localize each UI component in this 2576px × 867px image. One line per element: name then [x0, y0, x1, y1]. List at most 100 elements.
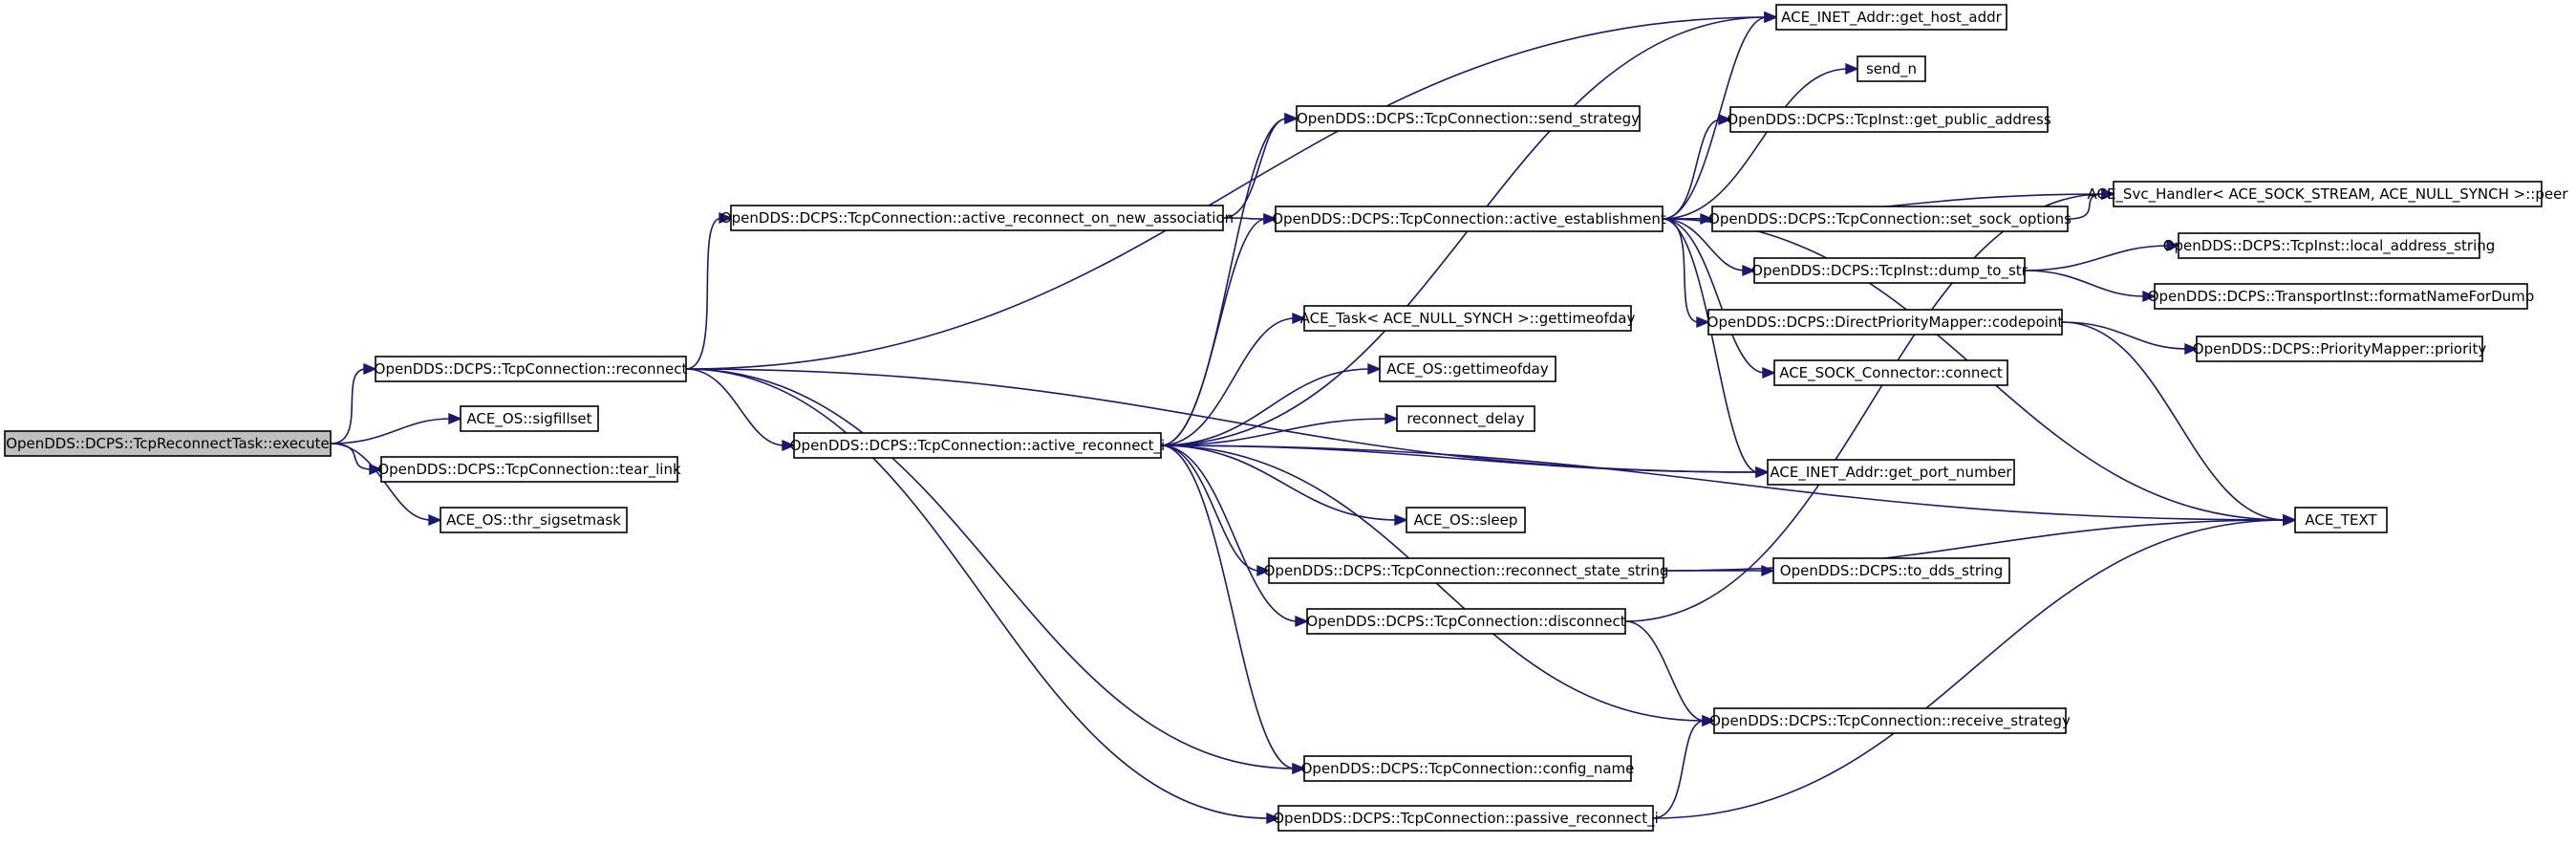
- arrowhead: [1256, 564, 1271, 577]
- node-box: [380, 456, 678, 483]
- node-get-port-number[interactable]: ACE_INET_Addr::get_port_number: [1767, 459, 2015, 486]
- node-formatNameForDump[interactable]: OpenDDS::DCPS::TransportInst::formatName…: [2148, 283, 2535, 310]
- arrowhead: [363, 362, 377, 376]
- node-to-dds-string[interactable]: OpenDDS::DCPS::to_dds_string: [1772, 557, 2010, 584]
- edge-active-est-to-get-port-number: [1662, 218, 1770, 479]
- node-label: send_n: [1866, 60, 1917, 78]
- node-config-name[interactable]: OpenDDS::DCPS::TcpConnection::config_nam…: [1301, 755, 1635, 782]
- edge-line: [1222, 217, 1267, 220]
- node-reconnect-delay[interactable]: reconnect_delay: [1396, 405, 1535, 432]
- node-label: OpenDDS::DCPS::TcpConnection::active_est…: [1272, 210, 1666, 228]
- node-box: [1396, 405, 1535, 432]
- node-pri[interactable]: OpenDDS::DCPS::TcpConnection::passive_re…: [1273, 805, 1659, 832]
- edge-dump-to-str-to-formatNameForDump: [2024, 270, 2157, 303]
- arrowhead: [1762, 366, 1776, 379]
- node-active-est[interactable]: OpenDDS::DCPS::TcpConnection::active_est…: [1272, 206, 1666, 232]
- node-task-gtod[interactable]: ACE_Task< ACE_NULL_SYNCH >::gettimeofday: [1300, 305, 1636, 332]
- node-label: OpenDDS::DCPS::TcpInst::local_address_st…: [2163, 237, 2496, 255]
- node-label: ACE_INET_Addr::get_port_number: [1770, 464, 2012, 482]
- arrowhead: [1755, 466, 1770, 479]
- node-box: [2178, 232, 2480, 259]
- node-get-public-address[interactable]: OpenDDS::DCPS::TcpInst::get_public_addre…: [1727, 106, 2051, 133]
- arrowhead: [1263, 212, 1277, 226]
- edge-line: [1160, 368, 1371, 446]
- edge-line: [1160, 444, 2286, 521]
- edge-line: [330, 418, 452, 444]
- node-send-strategy[interactable]: OpenDDS::DCPS::TcpConnection::send_strat…: [1296, 105, 1641, 132]
- edge-execute-to-sigfillset: [330, 412, 462, 444]
- function-nodes: OpenDDS::DCPS::TcpReconnectTask::execute…: [4, 4, 2568, 832]
- node-ace-text[interactable]: ACE_TEXT: [2294, 507, 2388, 533]
- edge-ari-to-config-name: [1160, 444, 1306, 775]
- edge-line: [1160, 418, 1388, 446]
- node-receive-strategy[interactable]: OpenDDS::DCPS::TcpConnection::receive_st…: [1709, 707, 2071, 734]
- node-dump-to-str[interactable]: OpenDDS::DCPS::TcpInst::dump_to_str: [1751, 257, 2029, 284]
- node-reconnect[interactable]: OpenDDS::DCPS::TcpConnection::reconnect: [375, 356, 688, 382]
- edge-line: [1160, 218, 1267, 446]
- edge-disconnect-to-receive-strategy: [1624, 620, 1716, 727]
- node-label: ACE_OS::thr_sigsetmask: [446, 511, 621, 530]
- node-peer[interactable]: ACE_Svc_Handler< ACE_SOCK_STREAM, ACE_NU…: [2087, 181, 2568, 207]
- node-label: OpenDDS::DCPS::to_dds_string: [1780, 562, 2003, 580]
- node-box: [1303, 755, 1632, 782]
- edge-ari-to-task-gtod: [1160, 312, 1306, 446]
- edge-line: [1624, 620, 1706, 722]
- node-set-sock-options[interactable]: OpenDDS::DCPS::TcpConnection::set_sock_o…: [1708, 206, 2072, 232]
- edge-line: [685, 368, 785, 446]
- edge-active-est-to-send-n: [1662, 62, 1859, 220]
- edge-line: [330, 443, 373, 470]
- node-local-address-string[interactable]: OpenDDS::DCPS::TcpInst::local_address_st…: [2163, 232, 2496, 259]
- node-codepoint[interactable]: OpenDDS::DCPS::DirectPriorityMapper::cod…: [1707, 309, 2064, 336]
- node-box: [1713, 707, 2067, 734]
- edge-codepoint-to-priority: [2061, 321, 2199, 356]
- node-box: [2294, 507, 2388, 533]
- edge-ari-to-rss: [1160, 444, 1271, 577]
- node-rss[interactable]: OpenDDS::DCPS::TcpConnection::reconnect_…: [1264, 557, 1669, 584]
- node-box: [2113, 181, 2543, 207]
- node-box: [440, 507, 628, 533]
- edge-line: [1663, 519, 2286, 572]
- node-label: ACE_TEXT: [2305, 511, 2377, 530]
- node-tear-link[interactable]: OpenDDS::DCPS::TcpConnection::tear_link: [377, 456, 681, 483]
- edge-execute-to-thr-sigsetmask: [330, 443, 442, 527]
- arrowhead: [1295, 615, 1309, 628]
- edge-line: [685, 217, 722, 370]
- arrowhead: [448, 412, 462, 425]
- arrowhead: [1284, 112, 1299, 125]
- edge-active-est-to-get-public-address: [1662, 113, 1732, 220]
- node-arona[interactable]: OpenDDS::DCPS::TcpConnection::active_rec…: [720, 205, 1234, 231]
- edge-ari-to-os-gtod: [1160, 362, 1382, 446]
- node-ari[interactable]: OpenDDS::DCPS::TcpConnection::active_rec…: [790, 432, 1165, 459]
- edge-line: [1662, 68, 1849, 220]
- edge-ari-to-get-port-number: [1160, 444, 1770, 479]
- node-box: [2154, 283, 2528, 310]
- arrowhead: [782, 439, 796, 452]
- node-thr-sigsetmask[interactable]: ACE_OS::thr_sigsetmask: [440, 507, 628, 533]
- edge-active-est-to-dump-to-str: [1662, 218, 1756, 277]
- edge-line: [2061, 321, 2188, 350]
- arrowhead: [1702, 714, 1716, 727]
- node-label: ACE_Task< ACE_NULL_SYNCH >::gettimeofday: [1300, 310, 1636, 328]
- node-sigfillset[interactable]: ACE_OS::sigfillset: [460, 405, 599, 432]
- node-send-n[interactable]: send_n: [1857, 55, 1926, 82]
- edge-ari-to-send-strategy: [1160, 112, 1299, 446]
- node-sock-connect[interactable]: ACE_SOCK_Connector::connect: [1773, 359, 2008, 386]
- node-sleep[interactable]: ACE_OS::sleep: [1406, 507, 1526, 533]
- arrowhead: [1266, 812, 1280, 825]
- edge-line: [1662, 119, 1722, 220]
- node-label: OpenDDS::DCPS::TcpConnection::reconnect_…: [1264, 562, 1669, 580]
- node-os-gtod[interactable]: ACE_OS::gettimeofday: [1379, 356, 1556, 382]
- node-priority[interactable]: OpenDDS::DCPS::PriorityMapper::priority: [2193, 336, 2487, 362]
- edge-line: [1652, 519, 2286, 819]
- node-disconnect[interactable]: OpenDDS::DCPS::TcpConnection::disconnect: [1306, 608, 1626, 635]
- edge-line: [2024, 245, 2170, 271]
- arrowhead: [1742, 264, 1756, 277]
- node-box: [1773, 359, 2008, 386]
- edge-ari-to-receive-strategy: [1160, 444, 1716, 727]
- node-label: OpenDDS::DCPS::TcpInst::get_public_addre…: [1727, 111, 2050, 129]
- node-label: OpenDDS::DCPS::PriorityMapper::priority: [2193, 340, 2487, 358]
- node-label: OpenDDS::DCPS::DirectPriorityMapper::cod…: [1707, 314, 2064, 331]
- node-get-host-addr[interactable]: ACE_INET_Addr::get_host_addr: [1775, 4, 2007, 31]
- node-execute[interactable]: OpenDDS::DCPS::TcpReconnectTask::execute: [4, 430, 332, 457]
- node-label: OpenDDS::DCPS::TcpConnection::tear_link: [377, 461, 681, 479]
